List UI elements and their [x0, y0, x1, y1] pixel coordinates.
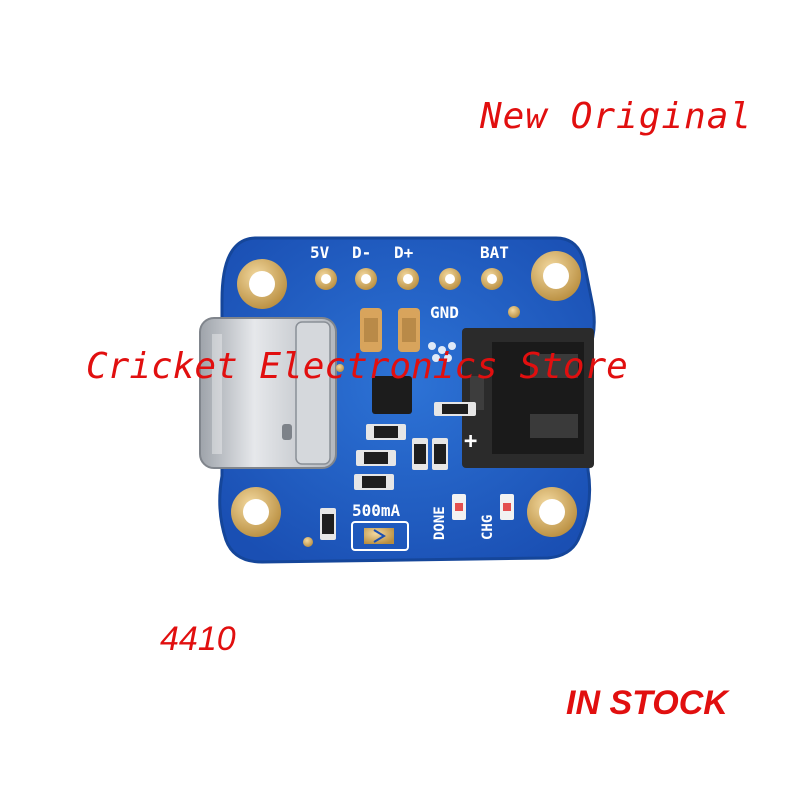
stock-status-text: IN STOCK: [566, 684, 728, 722]
silkscreen-plus: +: [464, 429, 477, 454]
charger-ic: [372, 376, 412, 414]
headline-text: New Original: [480, 96, 753, 137]
resistors: [320, 402, 476, 540]
usb-c-connector: [199, 317, 337, 469]
mount-hole-bottom-left: [231, 487, 281, 537]
breakout-board: 5V D- D+ BAT GND: [199, 236, 596, 564]
logo-flower-icon: [428, 342, 456, 362]
silkscreen-chg: CHG: [480, 515, 496, 540]
pin-label-bat: BAT: [480, 243, 509, 262]
current-jumper-pad: [351, 521, 409, 551]
header-pins: [315, 268, 520, 318]
pin-label-dminus: D-: [352, 243, 371, 262]
vias: [303, 364, 344, 547]
pin-label-dplus: D+: [394, 243, 414, 262]
capacitors: [360, 308, 420, 352]
silkscreen-done: DONE: [432, 506, 448, 540]
pin-label-gnd: GND: [430, 303, 459, 322]
status-leds: [452, 494, 514, 520]
jst-battery-connector: [462, 328, 594, 468]
pin-label-5v: 5V: [310, 243, 330, 262]
part-number-text: 4410: [160, 620, 236, 658]
store-name-watermark: Cricket Electronics Store: [86, 346, 628, 387]
mount-hole-top-right: [531, 251, 581, 301]
mount-hole-top-left: [237, 259, 287, 309]
silkscreen-current: 500mA: [352, 501, 401, 520]
mount-hole-bottom-right: [527, 487, 577, 537]
